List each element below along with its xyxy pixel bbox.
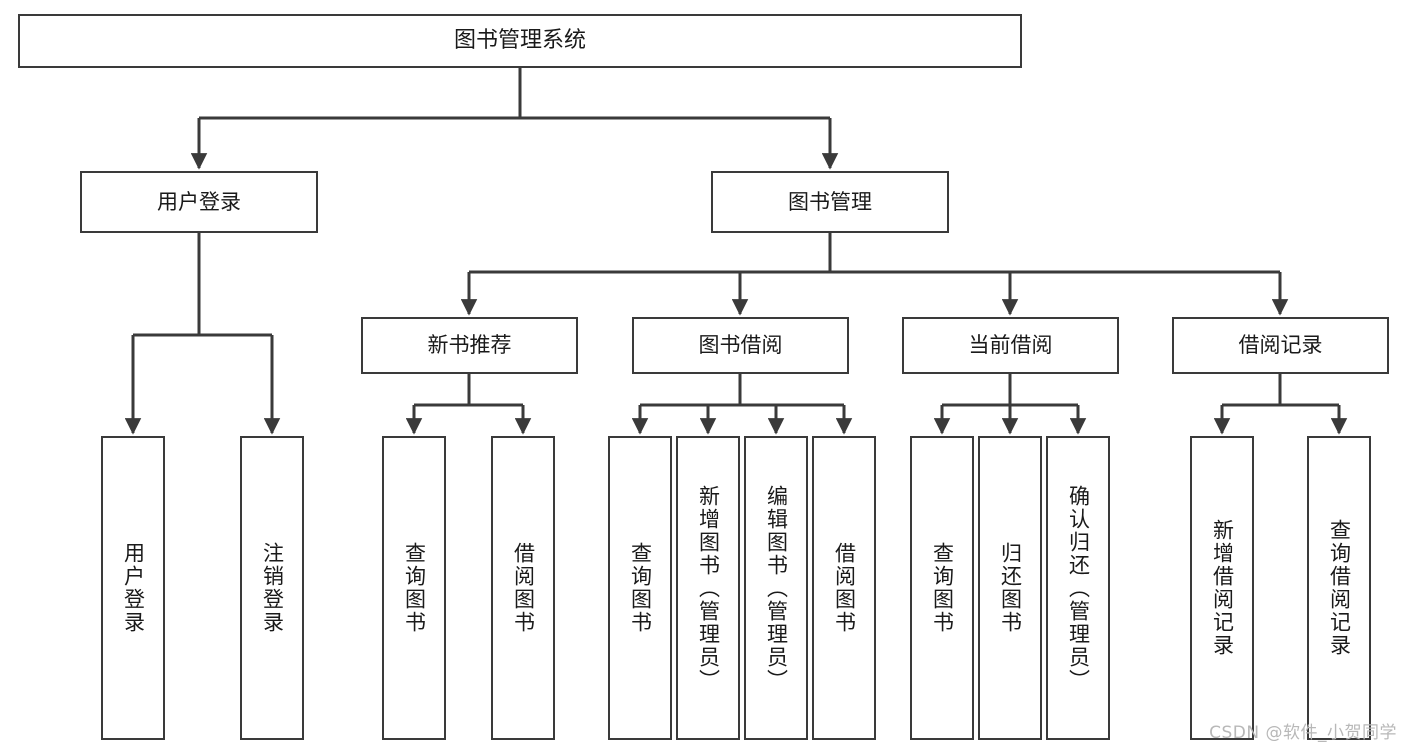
node-leaf-borrow-book-2[interactable]: 借阅图书 bbox=[812, 436, 876, 740]
node-leaf-edit-book-label: 编辑图书（管理员） bbox=[764, 484, 789, 692]
node-leaf-confirm-return-label: 确认归还（管理员） bbox=[1066, 484, 1091, 692]
node-leaf-query-book-1-label: 查询图书 bbox=[402, 542, 427, 634]
node-leaf-query-book-2[interactable]: 查询图书 bbox=[608, 436, 672, 740]
node-leaf-add-book[interactable]: 新增图书（管理员） bbox=[676, 436, 740, 740]
node-leaf-confirm-return[interactable]: 确认归还（管理员） bbox=[1046, 436, 1110, 740]
node-leaf-return-book-label: 归还图书 bbox=[998, 542, 1023, 634]
node-leaf-borrow-book-2-label: 借阅图书 bbox=[832, 542, 857, 634]
node-leaf-query-record[interactable]: 查询借阅记录 bbox=[1307, 436, 1371, 740]
node-new-book-recommend-label: 新书推荐 bbox=[427, 333, 512, 358]
node-root-system-label: 图书管理系统 bbox=[453, 28, 586, 54]
node-book-borrow[interactable]: 图书借阅 bbox=[632, 317, 849, 374]
node-leaf-borrow-book-1[interactable]: 借阅图书 bbox=[491, 436, 555, 740]
node-leaf-return-book[interactable]: 归还图书 bbox=[978, 436, 1042, 740]
node-book-manage[interactable]: 图书管理 bbox=[711, 171, 949, 233]
node-leaf-query-record-label: 查询借阅记录 bbox=[1327, 519, 1352, 657]
node-user-login-label: 用户登录 bbox=[157, 189, 241, 214]
node-leaf-logout[interactable]: 注销登录 bbox=[240, 436, 304, 740]
node-leaf-user-login[interactable]: 用户登录 bbox=[101, 436, 165, 740]
node-leaf-query-book-3[interactable]: 查询图书 bbox=[910, 436, 974, 740]
node-new-book-recommend[interactable]: 新书推荐 bbox=[361, 317, 578, 374]
node-leaf-query-book-2-label: 查询图书 bbox=[628, 542, 653, 634]
node-root-system[interactable]: 图书管理系统 bbox=[18, 14, 1022, 68]
node-leaf-add-book-label: 新增图书（管理员） bbox=[696, 484, 721, 692]
node-borrow-record-label: 借阅记录 bbox=[1238, 333, 1323, 358]
node-leaf-add-record-label: 新增借阅记录 bbox=[1210, 519, 1235, 657]
node-current-borrow-label: 当前借阅 bbox=[968, 333, 1053, 358]
node-current-borrow[interactable]: 当前借阅 bbox=[902, 317, 1119, 374]
node-leaf-user-login-label: 用户登录 bbox=[121, 542, 146, 634]
node-leaf-edit-book[interactable]: 编辑图书（管理员） bbox=[744, 436, 808, 740]
csdn-watermark: CSDN @软件_小贺同学 bbox=[1209, 723, 1397, 743]
node-leaf-logout-label: 注销登录 bbox=[260, 542, 285, 634]
node-user-login[interactable]: 用户登录 bbox=[80, 171, 318, 233]
node-leaf-add-record[interactable]: 新增借阅记录 bbox=[1190, 436, 1254, 740]
node-leaf-query-book-3-label: 查询图书 bbox=[930, 542, 955, 634]
node-borrow-record[interactable]: 借阅记录 bbox=[1172, 317, 1389, 374]
node-book-manage-label: 图书管理 bbox=[788, 189, 872, 214]
node-leaf-borrow-book-1-label: 借阅图书 bbox=[511, 542, 536, 634]
node-book-borrow-label: 图书借阅 bbox=[698, 333, 783, 358]
node-leaf-query-book-1[interactable]: 查询图书 bbox=[382, 436, 446, 740]
